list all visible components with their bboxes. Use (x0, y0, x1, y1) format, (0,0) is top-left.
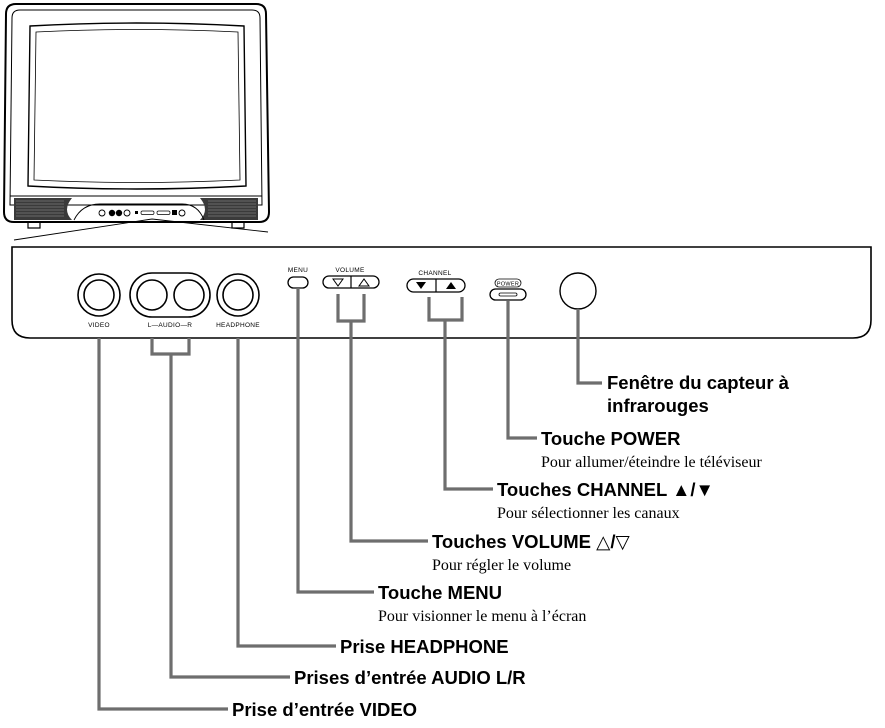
audio-jacks-label: L—AUDIO—R (148, 322, 193, 329)
power-button[interactable] (489, 288, 527, 301)
video-leader (97, 338, 228, 711)
volume-buttons-label: VOLUME (335, 267, 365, 274)
ir-sensor-window (559, 272, 597, 310)
headphone-jack[interactable] (216, 273, 260, 317)
audio-bracket (150, 338, 191, 356)
channel-bracket (427, 297, 464, 322)
volume-buttons[interactable] (322, 275, 380, 289)
channel-down-icon (416, 282, 426, 289)
svg-text:POWER: POWER (497, 282, 519, 288)
volume-callout-desc: Pour régler le volume (432, 557, 571, 574)
audio-lr-jacks[interactable] (129, 272, 211, 318)
volume-leader (349, 321, 428, 543)
front-panel-enlarged: VIDEO L—AUDIO—R HEADPHONE MENU VOLUME CH… (11, 246, 872, 339)
ir-sensor-title-line1: Fenêtre du capteur à (607, 372, 790, 393)
power-leader (506, 301, 537, 440)
channel-callout-title: Touches CHANNEL ▲/▼ (497, 479, 714, 500)
menu-leader (296, 288, 374, 594)
channel-buttons[interactable] (406, 278, 466, 293)
channel-callout-desc: Pour sélectionner les canaux (497, 505, 680, 522)
tv-set-illustration (2, 3, 271, 241)
power-callout-desc: Pour allumer/éteindre le téléviseur (541, 454, 762, 471)
volume-down-icon (332, 278, 344, 287)
audio-callout-title: Prises d’entrée AUDIO L/R (294, 667, 526, 688)
headphone-leader (236, 338, 336, 648)
tv-screen (27, 22, 247, 190)
video-jack[interactable] (77, 273, 121, 317)
channel-buttons-label: CHANNEL (418, 270, 451, 277)
ir-leader (576, 309, 602, 385)
audio-leader (169, 354, 290, 679)
power-callout-title: Touche POWER (541, 428, 680, 449)
channel-up-icon (446, 282, 456, 289)
channel-leader (443, 320, 493, 491)
headphone-callout-title: Prise HEADPHONE (340, 636, 509, 657)
menu-callout-desc: Pour visionner le menu à l’écran (378, 608, 586, 625)
volume-bracket (336, 294, 366, 323)
headphone-jack-label: HEADPHONE (216, 322, 260, 329)
power-label-badge: POWER (494, 278, 522, 288)
ir-sensor-title-line2: infrarouges (607, 395, 709, 416)
volume-callout-title: Touches VOLUME △/▽ (432, 531, 630, 552)
left-speaker-grille (14, 198, 72, 220)
right-speaker-grille (200, 198, 258, 220)
menu-button-label: MENU (288, 267, 308, 274)
menu-callout-title: Touche MENU (378, 582, 502, 603)
menu-button[interactable] (287, 276, 309, 289)
video-callout-title: Prise d’entrée VIDEO (232, 699, 417, 720)
video-jack-label: VIDEO (88, 322, 110, 329)
volume-up-icon (358, 278, 370, 287)
